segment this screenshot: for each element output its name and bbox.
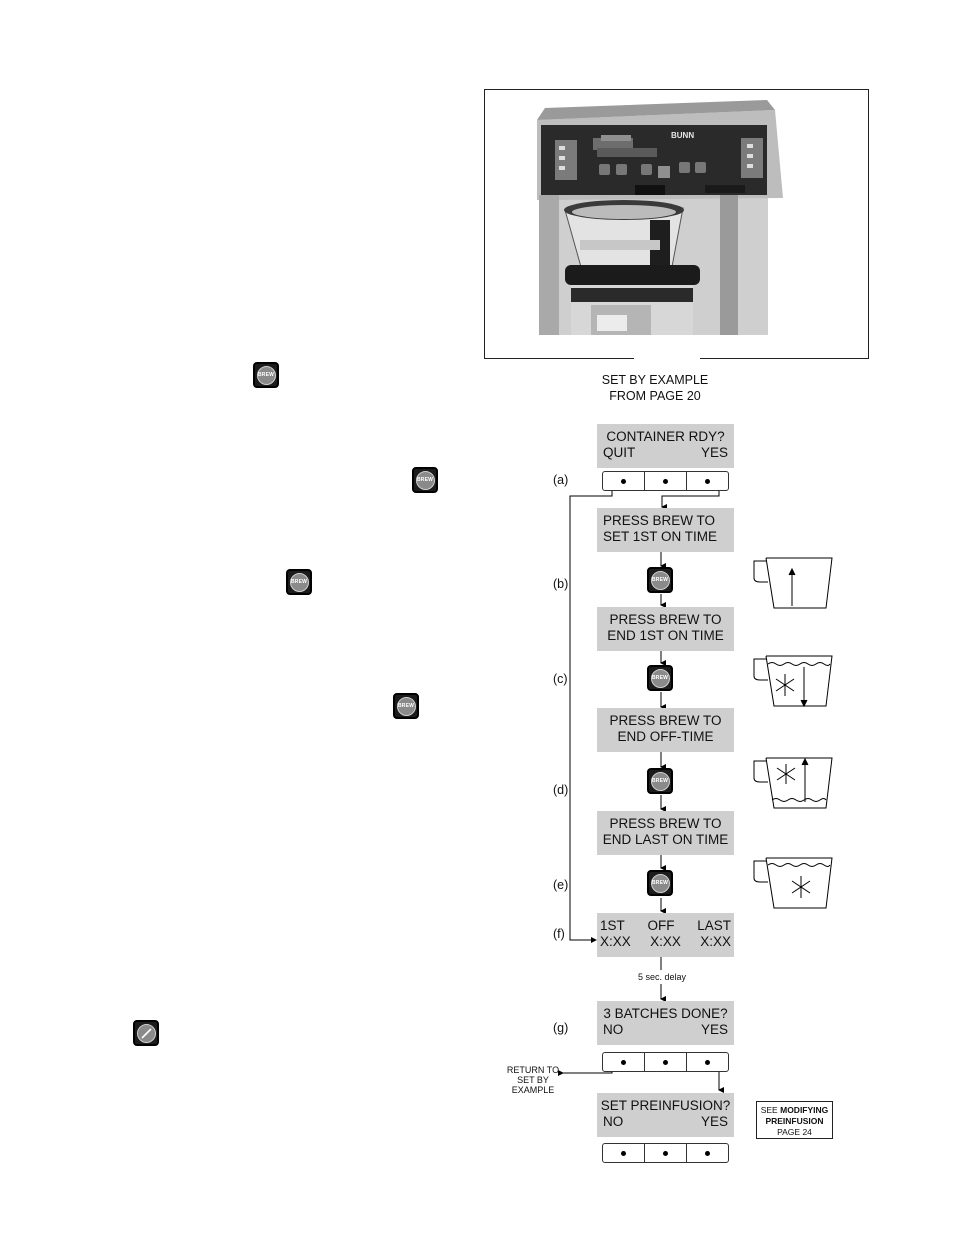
three-key-panel	[602, 1052, 729, 1072]
brewer-photo-frame: BUNN	[484, 89, 869, 359]
step-label-b: (b)	[553, 577, 569, 591]
display-line-1: PRESS BREW TO	[609, 816, 722, 831]
step-label-e: (e)	[553, 878, 569, 892]
left-key	[603, 1144, 645, 1162]
coffee-brewer-photo: BUNN	[537, 100, 783, 335]
three-key-panel	[602, 1143, 729, 1163]
display-line-2: END 1ST ON TIME	[607, 628, 724, 643]
display-end-off-time: PRESS BREW TO END OFF-TIME	[597, 708, 734, 752]
caption-line-1: SET BY EXAMPLE	[601, 373, 709, 387]
col-off-value: X:XX	[650, 934, 681, 949]
see-preinfusion-word: PREINFUSION	[765, 1116, 824, 1126]
three-key-panel	[602, 471, 729, 491]
display-set-preinfusion: SET PREINFUSION? NO YES	[597, 1093, 734, 1137]
right-key	[687, 472, 728, 490]
display-line-1: PRESS BREW TO	[609, 612, 722, 627]
col-last-value: X:XX	[700, 934, 731, 949]
server-filling-icon	[753, 557, 833, 609]
left-key	[603, 1053, 645, 1071]
brew-button-icon: BREW	[393, 693, 419, 719]
col-1st-value: X:XX	[600, 934, 631, 949]
server-mid-level-icon	[753, 757, 833, 809]
display-line-1: CONTAINER RDY?	[606, 429, 725, 444]
step-label-g: (g)	[553, 1021, 569, 1035]
left-key	[603, 472, 645, 490]
display-line-1: SET PREINFUSION?	[600, 1098, 731, 1113]
see-modifying-word: MODIFYING	[780, 1105, 829, 1115]
see-page-ref: PAGE 24	[777, 1127, 812, 1137]
photo-caption: SET BY EXAMPLE FROM PAGE 20	[560, 372, 750, 404]
see-modifying-preinfusion-note: SEE MODIFYING PREINFUSION PAGE 24	[756, 1101, 833, 1139]
server-full-icon	[753, 857, 833, 909]
col-1st-label: 1ST	[600, 918, 625, 933]
display-line-1: PRESS BREW TO	[609, 713, 722, 728]
display-container-ready: CONTAINER RDY? QUIT YES	[597, 424, 734, 468]
step-label-c: (c)	[553, 672, 568, 686]
brew-button-icon: BREW	[412, 467, 438, 493]
return-note-line-2: SET BY EXAMPLE	[511, 1075, 555, 1095]
brew-button-icon: BREW	[253, 362, 279, 388]
display-left-option: NO	[603, 1022, 624, 1037]
brew-button-icon: BREW	[647, 567, 673, 593]
center-key	[645, 1144, 687, 1162]
delay-note: 5 sec. delay	[637, 972, 687, 982]
caption-line-2: FROM PAGE 20	[609, 389, 701, 403]
display-line-2: SET 1ST ON TIME	[603, 529, 718, 544]
display-times-summary: 1ST OFF LAST X:XX X:XX X:XX	[597, 913, 734, 957]
return-note-line-1: RETURN TO	[506, 1065, 560, 1075]
display-batches-done: 3 BATCHES DONE? NO YES	[597, 1001, 734, 1045]
step-label-d: (d)	[553, 783, 569, 797]
server-drip-off-icon	[753, 655, 833, 708]
col-last-label: LAST	[697, 918, 731, 933]
brew-button-icon: BREW	[647, 870, 673, 896]
on-off-button-icon	[133, 1020, 159, 1046]
see-word: SEE	[760, 1105, 778, 1115]
center-key	[645, 1053, 687, 1071]
step-label-f: (f)	[553, 927, 565, 941]
display-line-2: END LAST ON TIME	[602, 832, 729, 847]
display-right-option: YES	[700, 1022, 728, 1037]
right-key	[687, 1144, 728, 1162]
display-right-option: YES	[700, 445, 728, 460]
right-key	[687, 1053, 728, 1071]
display-line-1: PRESS BREW TO	[603, 513, 716, 528]
return-note: RETURN TO SET BY EXAMPLE	[497, 1065, 569, 1095]
caption-gap	[634, 355, 700, 363]
display-left-option: QUIT	[603, 445, 636, 460]
step-label-a: (a)	[553, 473, 569, 487]
brew-button-icon: BREW	[647, 665, 673, 691]
center-key	[645, 472, 687, 490]
display-right-option: YES	[700, 1114, 728, 1129]
display-line-1: 3 BATCHES DONE?	[603, 1006, 728, 1021]
col-off-label: OFF	[647, 918, 675, 933]
display-end-last-on: PRESS BREW TO END LAST ON TIME	[597, 811, 734, 855]
display-end-1st-on: PRESS BREW TO END 1ST ON TIME	[597, 607, 734, 651]
display-set-1st-on: PRESS BREW TO SET 1ST ON TIME	[597, 508, 734, 552]
brew-button-icon: BREW	[286, 569, 312, 595]
brand-logo: BUNN	[671, 131, 694, 140]
display-line-2: END OFF-TIME	[617, 729, 714, 744]
brew-button-icon: BREW	[647, 768, 673, 794]
display-left-option: NO	[603, 1114, 624, 1129]
